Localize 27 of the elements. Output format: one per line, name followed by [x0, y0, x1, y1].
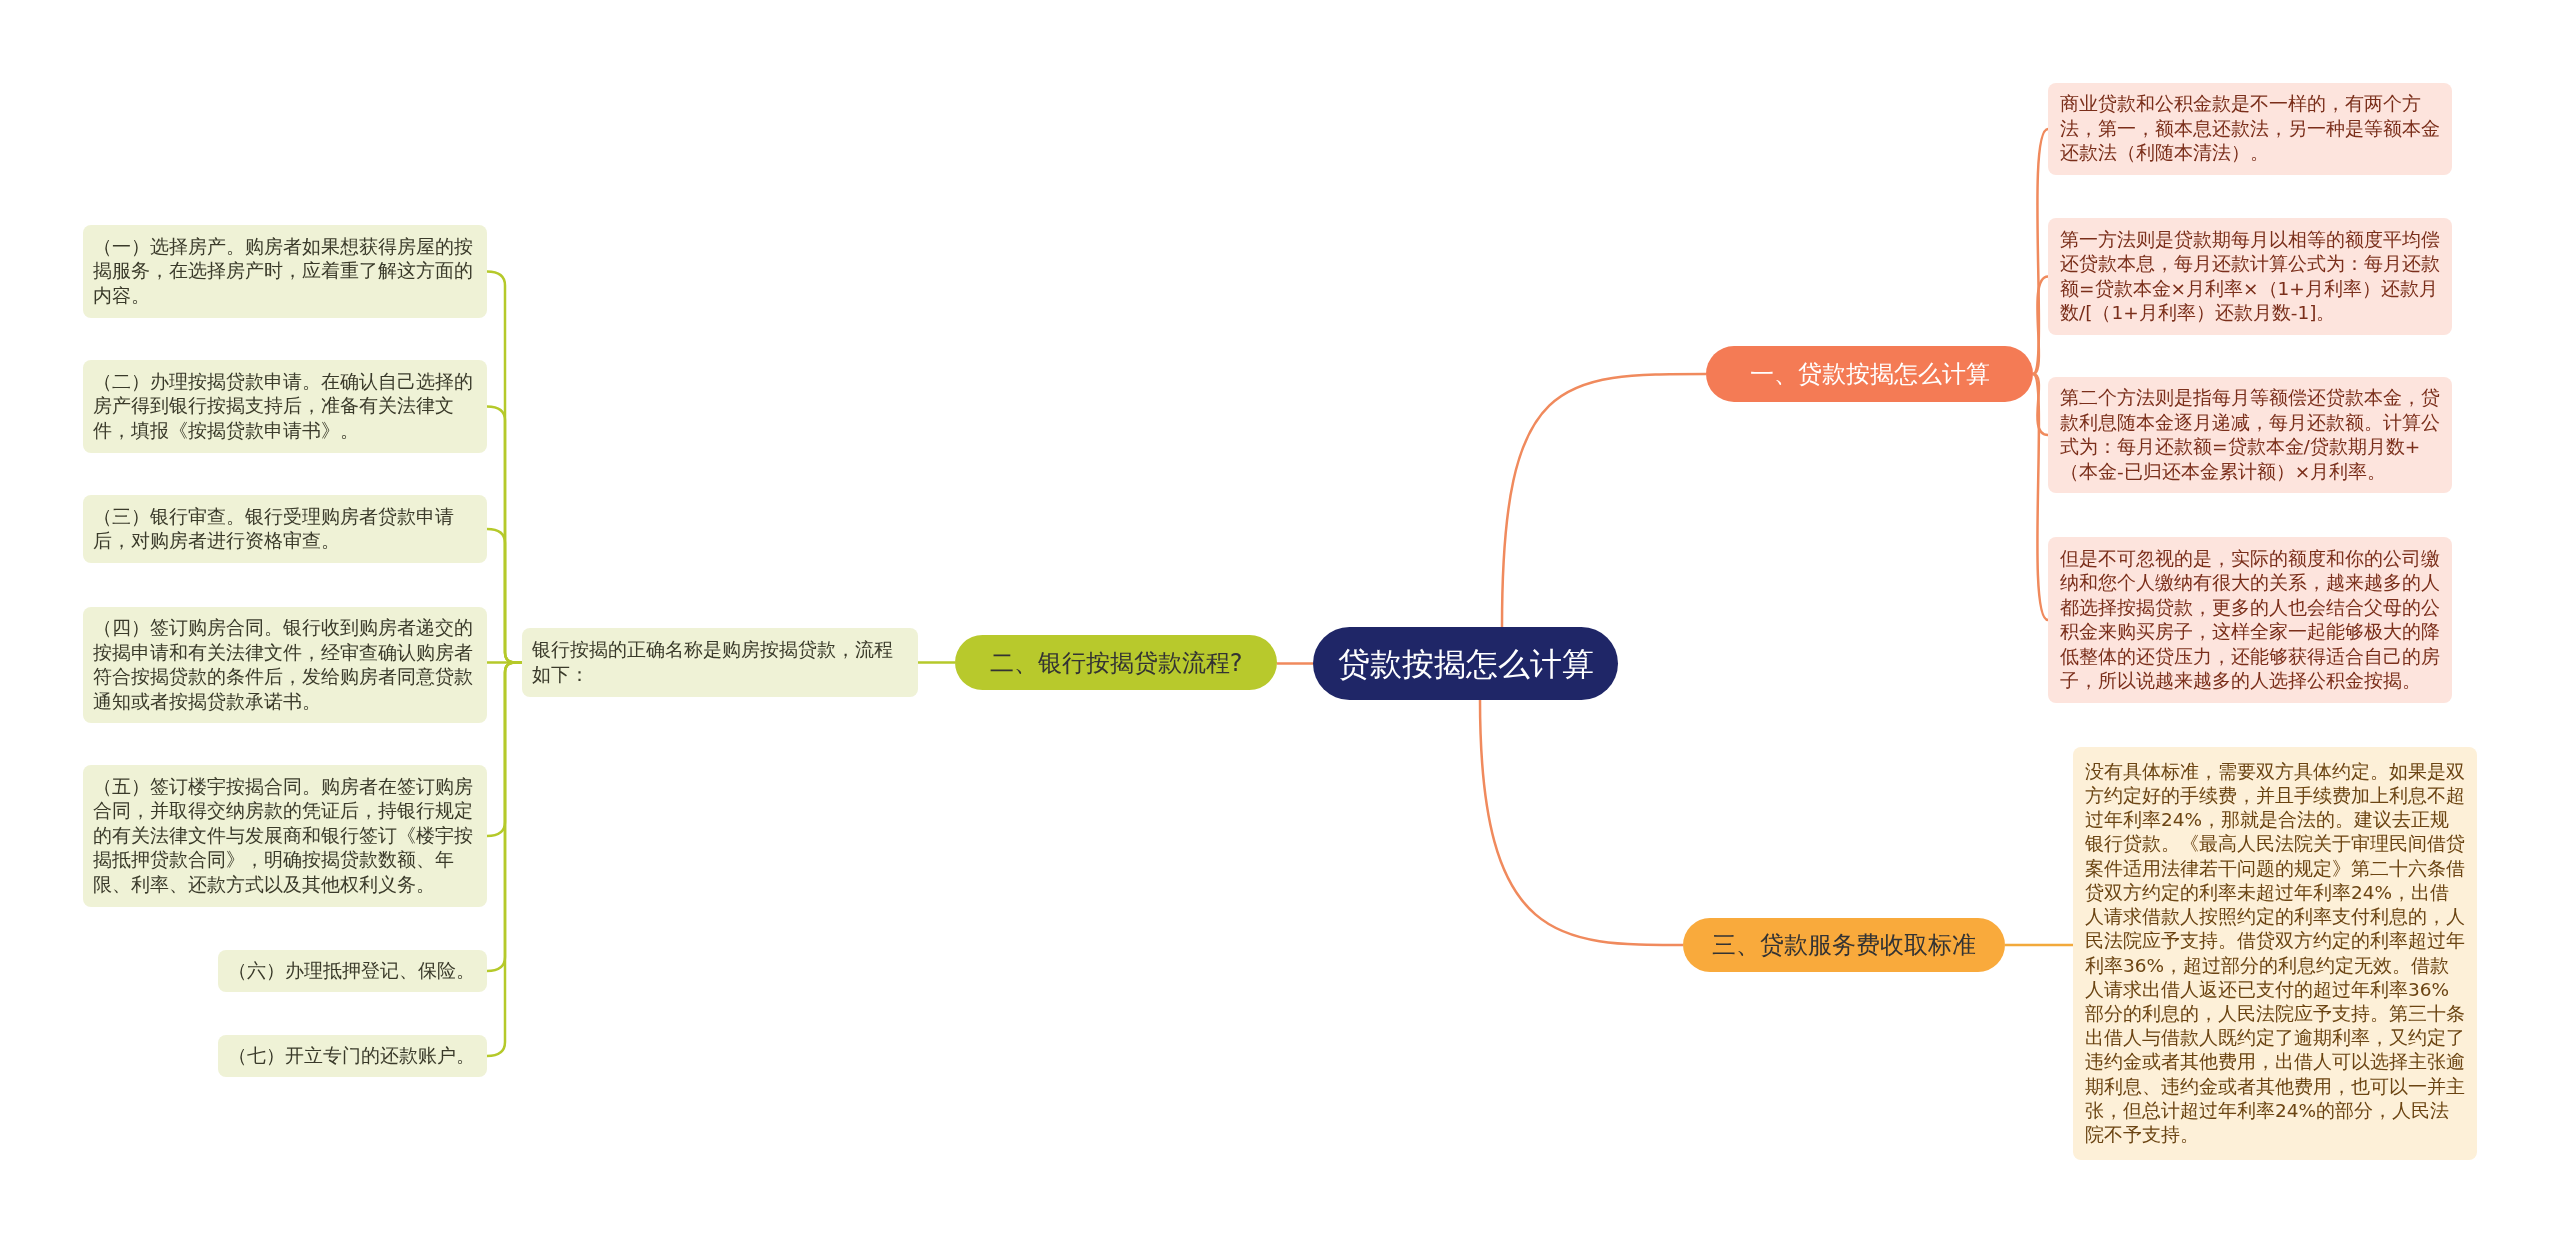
text-card: （七）开立专门的还款账户。 [218, 1035, 487, 1077]
connector-line [2032, 275, 2049, 376]
branch-topic: 三、贷款服务费收取标准 [1683, 918, 2005, 972]
text-card: 没有具体标准，需要双方具体约定。如果是双方约定好的手续费，并且手续费加上利息不超过年利率24%，那就是合法的。建议去正规银行贷款。《最高人民法院关于审理民间借贷案件适用法律若干问题的规定》第二十六条借贷双方约定的利率未超过年利率24%，出借人请求借款人按照约定的利率支付利息的，人民法院应予支持。借贷双方约定的利率超过年利率36%，超过部分的利息约定无效。借款人请求出借人返还已支付的超过年利率36%部分的利息的，人民法院应予支持。第三十条出借人与借款人既约定了逾期利率，又约定了违约金或者其他费用，出借人可以选择主张逾期利息、违约金或者其他费用，也可以一并主张，但总计超过年利率24%的部分，人民法院不予支持。 [2073, 747, 2477, 1160]
text-card: 但是不可忽视的是，实际的额度和你的公司缴纳和您个人缴纳有很大的关系，越来越多的人都选择按揭贷款，更多的人也会结合父母的公积金来购买房子，这样全家一起能够极大的降低整体的还贷压力，还能够获得适合自己的房子，所以说越来越多的人选择公积金按揭。 [2048, 537, 2452, 703]
text-card: （三）银行审查。银行受理购房者贷款申请后，对购房者进行资格审查。 [83, 495, 487, 563]
text-card: （六）办理抵押登记、保险。 [218, 950, 487, 992]
text-card: （一）选择房产。购房者如果想获得房屋的按揭服务，在选择房产时，应着重了解这方面的内容。 [83, 225, 487, 318]
text-card: （四）签订购房合同。银行收到购房者递交的按揭申请和有关法律文件，经审查确认购房者符合按揭贷款的条件后，发给购房者同意贷款通知或者按揭贷款承诺书。 [83, 607, 487, 723]
branch-topic: 二、银行按揭贷款流程? [955, 635, 1277, 690]
connector-line [2005, 943, 2073, 947]
text-card: 银行按揭的正确名称是购房按揭贷款，流程如下： [522, 628, 918, 697]
connector-line [1500, 372, 1706, 628]
text-card: （二）办理按揭贷款申请。在确认自己选择的房产得到银行按揭支持后，准备有关法律文件，填报《按揭贷款申请书》。 [83, 360, 487, 453]
branch-topic: 一、贷款按揭怎么计算 [1706, 346, 2033, 402]
connector-line [2032, 372, 2049, 437]
text-card: （五）签订楼宇按揭合同。购房者在签订购房合同，并取得交纳房款的凭证后，持银行规定的有关法律文件与发展商和银行签订《楼宇按揭抵押贷款合同》，明确按揭贷款数额、年限、利率、还款方式以及其他权利义务。 [83, 765, 487, 907]
connector-line [1277, 662, 1313, 665]
connector-line [918, 661, 955, 664]
central-topic: 贷款按揭怎么计算 [1313, 627, 1618, 700]
connector-line [2031, 373, 2049, 621]
text-card: 商业贷款和公积金款是不一样的，有两个方法，第一，额本息还款法，另一种是等额本金还款法（利随本清法）。 [2048, 83, 2452, 175]
text-card: 第二个方法则是指每月等额偿还贷款本金，贷款利息随本金逐月递减，每月还款额。计算公式为：每月还款额=贷款本金/贷款期月数+（本金-已归还本金累计额）×月利率。 [2048, 377, 2452, 493]
text-card: 第一方法则是贷款期每月以相等的额度平均偿还贷款本息，每月还款计算公式为：每月还款额=贷款本金×月利率×（1+月利率）还款月数/[（1+月利率）还款月数-1]。 [2048, 218, 2452, 335]
connector-line [1478, 699, 1683, 947]
connector-line [2031, 128, 2049, 375]
connector-line [486, 661, 522, 1058]
